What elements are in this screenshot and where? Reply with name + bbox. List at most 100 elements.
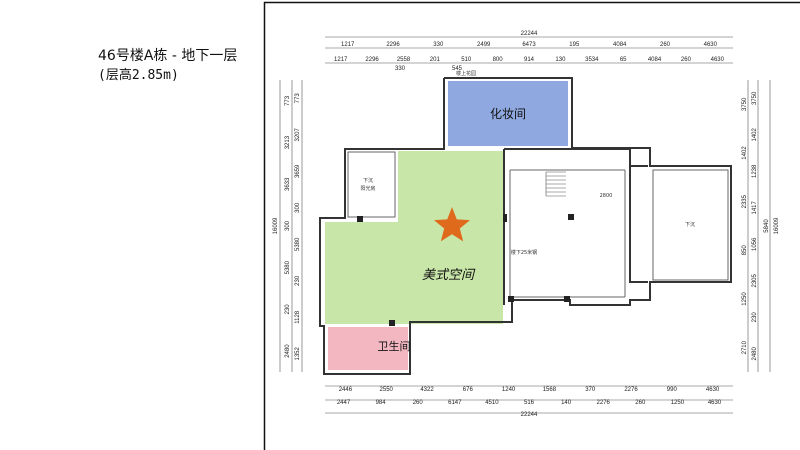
dimension-lines [279, 36, 771, 414]
dim-bottom-total: 22244 [521, 412, 538, 418]
dim-bottom-row1: 990 [667, 387, 678, 393]
dim-left-inner: 1128 [295, 310, 301, 324]
dim-right-inner: 230 [752, 312, 758, 323]
dim-bottom-row2: 984 [376, 400, 387, 406]
dim-top-extra: 330 [395, 66, 406, 72]
dim-bottom-row2: 4630 [708, 400, 722, 406]
plan-title-line2: (层高2.85m) [98, 68, 179, 83]
dim-bottom-row2: 260 [635, 400, 646, 406]
dim-top-extra: 545 [452, 66, 463, 72]
room-label-garden: 楼上花园 [456, 70, 476, 77]
dim-bottom-row2: 260 [413, 400, 424, 406]
dim-top-row1: 2499 [477, 42, 491, 48]
dim-top-row2: 2296 [365, 57, 379, 63]
dim-top-row1: 4084 [613, 42, 627, 48]
dim-right-inner: 1056 [752, 237, 758, 251]
dim-left-inner: 3659 [295, 164, 301, 178]
room-label-american: 美式空间 [422, 268, 476, 283]
dim-bottom-row2: 1250 [671, 400, 685, 406]
dim-left-outer: 3213 [285, 135, 291, 149]
dim-bottom-row1: 2446 [339, 387, 353, 393]
dim-bottom-row2: 2276 [597, 400, 611, 406]
dim-right-outer: 3750 [742, 97, 748, 111]
dim-right-outer: 2710 [742, 340, 748, 354]
dim-left-inner: 230 [295, 275, 301, 286]
dim-left-outer: 3633 [285, 177, 291, 191]
dim-right-inner: 1402 [752, 127, 758, 141]
dim-top-row2: 1217 [334, 57, 348, 63]
dim-bottom-row2: 2447 [337, 400, 351, 406]
dim-bottom-row1: 4322 [420, 387, 434, 393]
dim-top-row2: 4084 [648, 57, 662, 63]
dim-top-row2: 800 [493, 57, 504, 63]
room-label-sunroom: 阳光房 [360, 185, 375, 192]
dim-top-row2: 510 [461, 57, 472, 63]
columns [357, 214, 574, 326]
dim-top-row2: 65 [620, 57, 627, 63]
dim-top-row2: 130 [555, 57, 566, 63]
room-makeup[interactable] [448, 81, 568, 146]
dim-top-row2: 3534 [585, 57, 599, 63]
dim-left-inner: 300 [295, 202, 301, 213]
hall-note: 楼下25米钢 [511, 249, 537, 256]
dim-top-row2: 914 [524, 57, 535, 63]
star-marker-icon [434, 207, 470, 242]
room-american[interactable] [325, 151, 503, 324]
dim-top-row2: 260 [681, 57, 692, 63]
dim-top-total: 22244 [521, 31, 538, 37]
dim-bottom-row2: 140 [561, 400, 572, 406]
dim-right-outer: 1402 [742, 146, 748, 160]
dim-bottom-row1: 1240 [502, 387, 516, 393]
dim-right-far: 5840 [764, 219, 770, 233]
dim-right-total: 16009 [774, 217, 780, 234]
plan-title: 46号楼A栋 - 地下一层 (层高2.85m) [98, 46, 237, 86]
dim-right-inner: 2305 [752, 273, 758, 287]
dim-bottom-row1: 370 [585, 387, 596, 393]
dim-left-total: 16009 [273, 217, 279, 234]
drawing-frame [263, 1, 800, 450]
dim-left-outer: 773 [285, 95, 291, 106]
dim-bottom-row1: 1568 [543, 387, 557, 393]
dim-top-row1: 6473 [522, 42, 536, 48]
dim-right-outer: 1250 [742, 292, 748, 306]
dim-right-inner: 2480 [752, 346, 758, 360]
dim-top-row1: 195 [569, 42, 580, 48]
dim-right-outer: 850 [742, 245, 748, 256]
dim-top-row2: 2558 [397, 57, 411, 63]
dimension-labels: 22244 1217 2296 330 2499 6473 195 4084 260 4630 12… [273, 31, 780, 418]
dim-bottom-row1: 2550 [380, 387, 394, 393]
dim-top-row1: 2296 [386, 42, 400, 48]
dim-bottom-row2: 4510 [485, 400, 499, 406]
dim-left-outer: 230 [285, 304, 291, 315]
dim-bottom-row1: 4630 [706, 387, 720, 393]
dim-top-row2: 201 [430, 57, 441, 63]
dim-right-inner: 3750 [752, 91, 758, 105]
dim-left-inner: 1352 [295, 346, 301, 360]
room-label-sunken-left: 下沉 [363, 177, 373, 184]
dim-top-row1: 4630 [704, 42, 718, 48]
room-bathroom[interactable] [328, 327, 408, 370]
room-label-makeup: 化妆间 [490, 107, 526, 121]
dim-left-inner: 773 [295, 93, 301, 104]
room-label-bathroom: 卫生间 [378, 339, 411, 353]
dim-right-inner: 1238 [752, 164, 758, 178]
room-label-sunken-right: 下沉 [685, 221, 695, 228]
dim-top-row1: 330 [433, 42, 444, 48]
dim-left-outer: 5380 [285, 260, 291, 274]
stairs [545, 171, 566, 197]
dim-left-inner: 3207 [295, 127, 301, 141]
dim-top-row1: 1217 [341, 42, 355, 48]
dim-bottom-row2: 516 [524, 400, 535, 406]
dim-top-row1: 260 [660, 42, 671, 48]
dim-bottom-row1: 676 [463, 387, 474, 393]
dim-right-outer: 2335 [742, 194, 748, 208]
plan-title-line1: 46号楼A栋 - 地下一层 [98, 48, 238, 64]
dim-bottom-row2: 6147 [448, 400, 462, 406]
dim-left-inner: 5380 [295, 237, 301, 251]
dim-top-row2: 4630 [711, 57, 725, 63]
dim-left-outer: 300 [285, 220, 291, 231]
stair-note: 2800 [600, 193, 613, 199]
dim-bottom-row1: 2276 [624, 387, 638, 393]
dim-right-inner: 1417 [752, 200, 758, 214]
